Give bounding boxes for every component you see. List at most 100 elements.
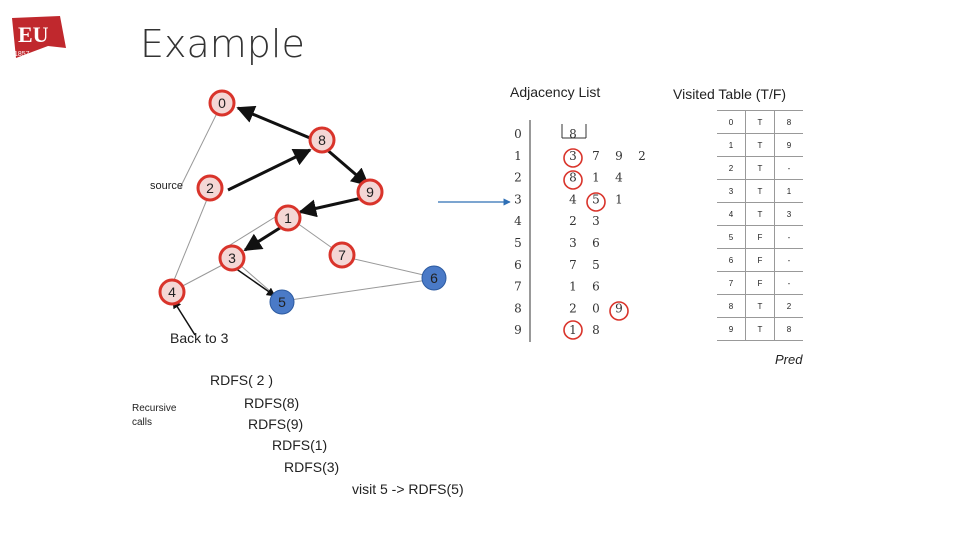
visited-vertex: 1 <box>717 133 746 157</box>
visited-flag: T <box>745 202 775 226</box>
visited-pred: - <box>774 248 803 272</box>
adjacency-vertex: 6 <box>514 258 522 272</box>
arrow-9-1 <box>298 196 363 218</box>
edge-4-3 <box>174 261 229 291</box>
visited-vertex: 6 <box>717 248 746 272</box>
traversal-arrows <box>227 105 370 252</box>
graph-node-label: 3 <box>228 250 236 266</box>
visited-vertex: 7 <box>717 271 746 295</box>
adjacency-neighbor: 8 <box>592 323 600 337</box>
visited-flag: T <box>745 133 775 157</box>
adjacency-vertex: 8 <box>514 301 522 315</box>
logo-text: EU <box>18 22 49 47</box>
visited-pred: 2 <box>774 294 803 318</box>
adjacency-neighbor: 1 <box>615 192 623 206</box>
highlight-row8-9 <box>609 301 629 321</box>
adjacency-list-label: Adjacency List <box>510 84 601 100</box>
graph-node-label: 8 <box>318 132 326 148</box>
arrow-3-5 <box>234 267 276 297</box>
adjacency-neighbor: 3 <box>592 214 600 228</box>
edge-7-6 <box>349 257 429 277</box>
graph-node-label: 2 <box>206 180 214 196</box>
university-logo: EU 1857 <box>12 16 66 58</box>
source-label: source <box>150 180 184 192</box>
recursive-calls-label: Recursive calls <box>132 403 177 428</box>
adjacency-neighbor: 8 <box>569 127 577 141</box>
graph-node-label: 9 <box>366 184 374 200</box>
highlight-row2-8 <box>563 170 583 190</box>
visit-label: visit 5 -> RDFS(5) <box>352 481 464 497</box>
adjacency-vertex: 5 <box>514 236 522 250</box>
graph-node-8: 8 <box>308 126 336 154</box>
graph-node-7: 7 <box>328 241 356 269</box>
adjacency-neighbor: 4 <box>569 192 577 206</box>
visited-pred: - <box>774 271 803 295</box>
adjacency-vertex: 7 <box>514 280 522 294</box>
graph-node-label: 7 <box>338 247 346 263</box>
back-to-label: Back to 3 <box>170 330 229 346</box>
slide-title: Example <box>140 22 305 66</box>
visited-vertex: 4 <box>717 202 746 226</box>
visited-pred: 8 <box>774 110 803 134</box>
visited-flag: T <box>745 156 775 180</box>
edge-3-5 <box>239 264 279 299</box>
graph-node-label: 0 <box>218 95 226 111</box>
adjacency-neighbor: 1 <box>569 280 577 294</box>
pred-label: Pred <box>775 352 803 367</box>
visited-pred: - <box>774 156 803 180</box>
adjacency-vertex: 1 <box>514 149 522 163</box>
adjacency-vertex: 4 <box>514 214 522 228</box>
adjacency-neighbor: 3 <box>569 236 577 250</box>
adjacency-neighbor: 7 <box>569 258 577 272</box>
adjacency-neighbor: 2 <box>569 214 577 228</box>
adjacency-vertex: 9 <box>514 323 522 337</box>
arrow-8-0 <box>236 105 311 140</box>
adjacency-neighbor: 9 <box>615 149 623 163</box>
graph-node-1: 1 <box>274 204 302 232</box>
visited-flag: T <box>745 110 775 134</box>
graph-node-4: 4 <box>158 278 186 306</box>
edge-5-6 <box>289 279 429 301</box>
visited-flag: F <box>745 248 775 272</box>
adjacency-neighbor: 8 <box>569 171 577 185</box>
adjacency-neighbor: 3 <box>569 149 577 163</box>
adjacency-neighbor: 9 <box>615 301 623 315</box>
adjacency-neighbor: 5 <box>592 192 600 206</box>
adjacency-neighbor: 4 <box>615 171 623 185</box>
arrow-1-3 <box>243 224 284 252</box>
visited-vertex: 5 <box>717 225 746 249</box>
visited-flag: T <box>745 317 775 341</box>
visited-vertex: 0 <box>717 110 746 134</box>
visited-flag: T <box>745 179 775 203</box>
adjacency-neighbor: 1 <box>569 323 577 337</box>
adjacency-vertex: 0 <box>514 127 522 141</box>
arrow-2-8 <box>227 148 312 192</box>
visited-pred: 1 <box>774 179 803 203</box>
adjacency-vertex: 2 <box>514 171 522 185</box>
visited-pred: 9 <box>774 133 803 157</box>
graph-node-5: 5 <box>269 289 295 315</box>
graph-node-label: 1 <box>284 210 292 226</box>
adjacency-neighbor: 6 <box>592 236 600 250</box>
adjacency-neighbor: 2 <box>638 149 646 163</box>
adjacency-neighbor: 7 <box>592 149 600 163</box>
adjacency-vertex: 3 <box>514 192 522 206</box>
graph-node-3: 3 <box>218 244 246 272</box>
visited-flag: F <box>745 225 775 249</box>
graph-node-2: 2 <box>196 174 224 202</box>
call-rdfs-9: RDFS(9) <box>248 416 304 432</box>
edge-0-2 <box>179 102 223 189</box>
visited-vertex: 3 <box>717 179 746 203</box>
visited-pred: 8 <box>774 317 803 341</box>
graph-edges <box>169 102 429 301</box>
visited-vertex: 8 <box>717 294 746 318</box>
